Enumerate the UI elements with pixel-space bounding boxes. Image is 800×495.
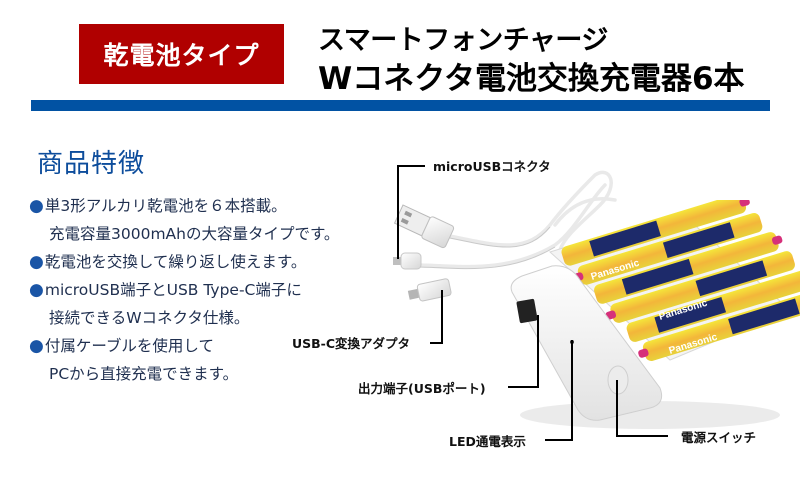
feature-item: ●乾電池を交換して繰り返し使えます。 bbox=[29, 248, 339, 276]
feature-text: 付属ケーブルを使用して bbox=[44, 337, 214, 355]
bullet-icon: ● bbox=[29, 252, 44, 272]
feature-item-continuation: 充電容量3000mAhの大容量タイプです。 bbox=[49, 225, 340, 243]
badge-label: 乾電池タイプ bbox=[103, 41, 260, 70]
feature-item-continuation: 接続できるWコネクタ仕様。 bbox=[49, 309, 250, 327]
leader-line bbox=[616, 380, 618, 437]
callout-led: LED通電表示 bbox=[449, 434, 526, 449]
product-title-line1: スマートフォンチャージ bbox=[318, 25, 608, 56]
features-list: ●単3形アルカリ乾電池を６本搭載。 充電容量3000mAhの大容量タイプです。 … bbox=[29, 192, 339, 388]
leader-line bbox=[537, 315, 539, 388]
feature-item: ●microUSB端子とUSB Type-C端子に bbox=[29, 276, 339, 304]
leader-line bbox=[508, 386, 539, 388]
feature-text: 単3形アルカリ乾電池を６本搭載。 bbox=[44, 197, 287, 215]
callout-usb-c-adapter: USB-C変換アダプタ bbox=[292, 336, 411, 351]
leader-line bbox=[571, 340, 573, 441]
leader-line bbox=[397, 165, 425, 167]
bullet-icon: ● bbox=[29, 196, 44, 216]
callout-power-switch: 電源スイッチ bbox=[681, 430, 757, 445]
feature-item: ●付属ケーブルを使用して bbox=[29, 332, 339, 360]
bullet-icon: ● bbox=[29, 280, 44, 300]
callout-output-port: 出力端子(USBポート) bbox=[358, 381, 486, 396]
leader-line bbox=[441, 290, 443, 344]
product-title-line2: Wコネクタ電池交換充電器6本 bbox=[318, 61, 745, 97]
leader-line bbox=[397, 165, 399, 259]
battery-row bbox=[561, 200, 750, 266]
feature-item-continuation: PCから直接充電できます。 bbox=[49, 365, 239, 383]
usb-cable-illustration bbox=[393, 170, 617, 302]
leader-line bbox=[430, 342, 443, 344]
feature-text: 乾電池を交換して繰り返し使えます。 bbox=[44, 253, 307, 271]
header-divider bbox=[31, 100, 770, 111]
product-type-badge: 乾電池タイプ bbox=[79, 24, 284, 84]
battery-charger-illustration: Panasonic Panasonic Panasonic bbox=[510, 200, 800, 429]
bullet-icon: ● bbox=[29, 336, 44, 356]
leader-line bbox=[545, 439, 573, 441]
feature-text: microUSB端子とUSB Type-C端子に bbox=[44, 281, 302, 299]
leader-line bbox=[616, 435, 668, 437]
features-heading: 商品特徴 bbox=[37, 149, 146, 179]
callout-micro-usb: microUSBコネクタ bbox=[433, 159, 551, 174]
feature-item: ●単3形アルカリ乾電池を６本搭載。 bbox=[29, 192, 339, 220]
